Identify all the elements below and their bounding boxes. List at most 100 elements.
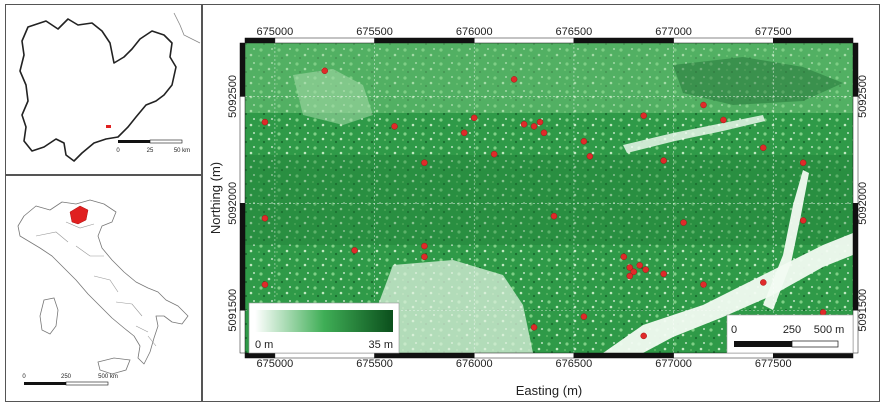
sicily-outline [97,357,131,375]
region-scale-label-0: 0 [116,148,120,154]
plot-point [530,324,538,331]
x-tick-label-top: 677500 [755,26,792,38]
plot-point [640,112,647,119]
country-scale-label-250: 250 [61,374,72,380]
plot-point [580,313,588,320]
plot-point [660,157,667,164]
country-inset-map: 0 250 500 km [5,175,202,402]
plot-point [461,129,468,137]
plot-point [421,159,428,166]
region-outline [19,18,177,162]
x-tick-label-bottom: 675500 [356,358,393,370]
x-tick-label-top: 677000 [655,26,692,38]
sardinia-outline [39,297,59,335]
plot-point [540,129,548,137]
map-neatline-frame [239,37,859,359]
plot-point [580,138,588,145]
plot-point [760,144,767,152]
plot-point [510,76,518,83]
frame-segment-left [239,96,246,204]
frame-segment-left [239,42,246,97]
plot-point [470,114,478,122]
legend-color-ramp [255,310,393,332]
plot-point [261,215,269,222]
frame-segment-top [773,37,854,44]
plot-point [799,159,807,166]
frame-segment-top [274,37,375,44]
x-tick-label-bottom: 676500 [556,358,593,370]
y-tick-label-left: 5091500 [227,289,239,332]
tick-labels: 6750006750006755006755006760006760006765… [227,26,869,370]
region-scale-label-25: 25 [147,148,154,154]
country-scale-label-500: 500 km [98,374,118,380]
plot-point [642,266,649,273]
main-scale-bar: 0 250 500 m [726,314,854,354]
region-inset-map: 0 25 50 km [5,4,202,175]
y-axis-title: Northing (m) [208,162,223,234]
frame-segment-top [374,37,475,44]
legend-max-label: 35 m [369,339,393,351]
plot-point [626,272,633,280]
country-internal-borders [35,221,157,347]
plot-point [626,264,633,271]
x-tick-label-bottom: 677000 [655,358,692,370]
x-tick-label-bottom: 676000 [456,358,493,370]
country-scale-bar [24,381,109,386]
scale-label-500: 500 m [814,324,845,336]
plot-point [261,281,269,288]
region-scale-bar [118,139,183,144]
frame-segment-top [244,37,276,44]
plot-point [620,253,628,261]
neighbor-border [173,12,201,44]
frame-segment-left [239,203,246,311]
plot-point [261,118,269,126]
region-scale-label-50: 50 km [174,148,190,154]
plot-point [799,217,807,224]
plot-point [720,116,727,124]
y-tick-label-left: 5092500 [227,75,239,118]
canopy-raster [245,43,853,353]
y-tick-label-right: 5092000 [857,182,869,225]
plot-point [680,219,687,226]
scale-label-0: 0 [731,324,737,336]
plot-point [586,153,594,160]
plot-point [640,332,647,340]
plot-point [391,123,398,130]
plot-point [550,212,558,220]
frame-segment-top [473,37,575,44]
plot-point [421,242,428,250]
frame-segment-top [573,37,674,44]
plot-point [490,150,498,158]
scale-label-250: 250 [783,324,801,336]
country-outline [17,199,189,365]
plot-point [700,281,707,288]
plot-point [819,309,827,316]
x-tick-label-bottom: 675000 [257,358,294,370]
height-legend: 0 m 35 m [248,302,400,354]
y-tick-label-left: 5092000 [227,182,239,225]
plot-point [630,268,637,276]
x-tick-label-top: 675000 [257,26,294,38]
study-area-marker [106,125,111,128]
plot-point [530,123,538,130]
plot-point [421,253,428,261]
frame-segment-left [239,309,246,354]
y-tick-label-right: 5092500 [857,75,869,118]
frame-segment-top [673,37,774,44]
plot-point [351,247,358,254]
x-tick-label-top: 676000 [456,26,493,38]
highlighted-region [69,205,89,225]
plot-point [536,118,544,126]
country-scale-label-0: 0 [22,374,26,380]
plot-point [660,270,667,278]
plot-point [636,262,643,269]
x-tick-label-top: 676500 [556,26,593,38]
y-tick-label-right: 5091500 [857,289,869,332]
x-tick-label-bottom: 677500 [755,358,792,370]
plot-point [520,120,528,128]
x-axis-title: Easting (m) [516,383,582,398]
plot-point [321,67,328,75]
legend-min-label: 0 m [255,339,273,351]
